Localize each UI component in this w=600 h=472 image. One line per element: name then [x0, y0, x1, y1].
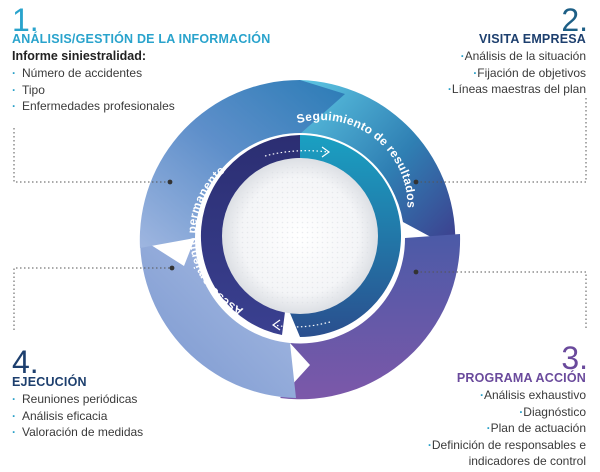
list-item: ·Definición de responsables e [427, 437, 586, 452]
list-item: ·Análisis eficacia [12, 408, 108, 423]
list-item: ·Diagnóstico [519, 404, 586, 419]
inner-arrow-bottom [273, 321, 331, 328]
leader-line-1 [13, 128, 170, 183]
step-3-number: 3. [561, 340, 588, 376]
step-3-list: ·Análisis exhaustivo ·Diagnóstico ·Plan … [424, 387, 586, 470]
step-4-number: 4. [12, 344, 39, 380]
ring-segment-4 [139, 238, 296, 398]
center-texture [230, 166, 370, 306]
ring-segment-3 [280, 234, 461, 400]
step-1-title: ANÁLISIS/GESTIÓN DE LA INFORMACIÓN [12, 32, 271, 46]
step-2-title: VISITA EMPRESA [479, 32, 586, 46]
list-item: ·Plan de actuación [486, 421, 586, 435]
list-item: ·Tipo [12, 82, 45, 97]
step-4-title: EJECUCIÓN [12, 375, 87, 389]
list-item: ·Fijación de objetivos [473, 65, 586, 80]
step-4-list: ·Reuniones periódicas ·Análisis eficacia… [12, 391, 143, 441]
list-item: ·Líneas maestras del plan [447, 82, 586, 96]
ring-segment-1 [139, 79, 345, 248]
step-1-list: ·Número de accidentes ·Tipo ·Enfermedade… [12, 65, 175, 115]
inner-band-left [200, 135, 300, 335]
leader-dot-1 [167, 179, 173, 185]
step-1-subtitle: Informe siniestralidad: [12, 49, 147, 63]
list-item: ·Análisis de la situación [460, 49, 586, 63]
inner-arrow-top [264, 150, 329, 157]
list-item: ·Enfermedades profesionales [12, 99, 175, 113]
leader-line-4 [13, 267, 172, 330]
leader-dot-2 [413, 179, 419, 185]
list-item: indicadores de control [468, 454, 586, 468]
ring-segment-2 [300, 80, 456, 250]
inner-arrow-bottom-head-icon [271, 319, 281, 331]
list-item: ·Valoración de medidas [12, 425, 144, 439]
inner-band-right [290, 135, 401, 337]
inner-arrow-top-head-icon [321, 146, 331, 158]
step-3-title: PROGRAMA ACCIÓN [456, 371, 586, 385]
leader-dot-3 [413, 269, 419, 275]
list-item: ·Número de accidentes [12, 66, 143, 80]
list-item: ·Análisis exhaustivo [479, 388, 586, 402]
step-2-number: 2. [561, 2, 588, 38]
leader-line-2 [416, 98, 587, 183]
leader-dot-4 [169, 265, 175, 271]
step-2-list: ·Análisis de la situación ·Fijación de o… [444, 48, 586, 98]
leader-line-3 [416, 271, 587, 328]
step-1-number: 1. [12, 2, 39, 38]
list-item: ·Reuniones periódicas [12, 392, 138, 406]
